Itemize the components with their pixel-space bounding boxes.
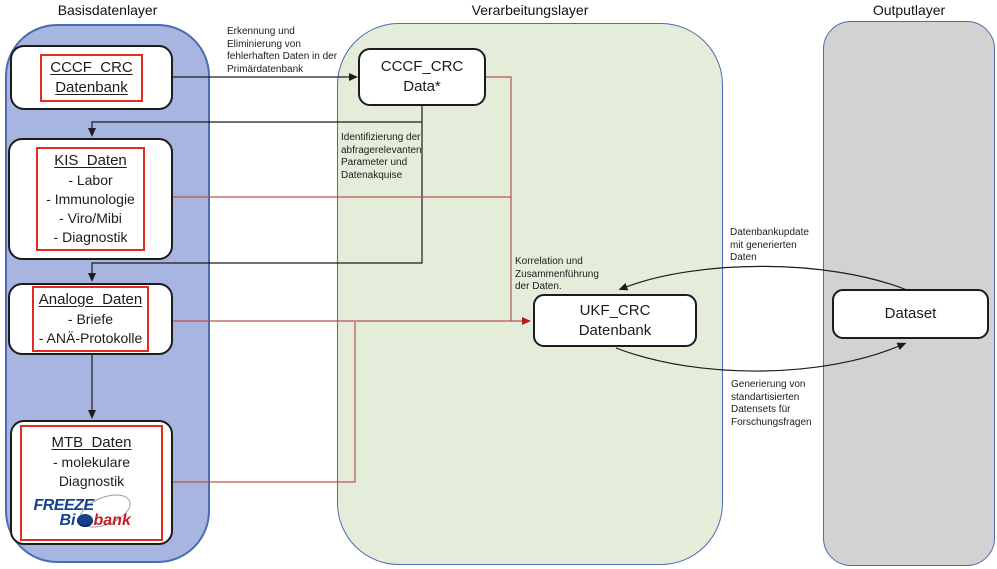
node-title: CCCF_CRC xyxy=(380,58,464,75)
node-title: Dataset xyxy=(884,305,937,322)
kis-item: - Viro/Mibi xyxy=(59,210,122,226)
node-analoge-daten: Analoge_Daten - Briefe - ANÄ-Protokolle xyxy=(8,283,173,355)
node-title: Datenbank xyxy=(578,321,652,339)
annotation-korrelation: Korrelation und Zusammenführung der Date… xyxy=(515,256,599,292)
mtb-item: Diagnostik xyxy=(58,472,125,489)
analoge-item: - Briefe xyxy=(67,311,114,327)
node-title: CCCF_CRC xyxy=(50,58,133,76)
red-frame: KIS_Daten - Labor - Immunologie - Viro/M… xyxy=(36,147,145,251)
layer-title-verarbeitung: Verarbeitungslayer xyxy=(471,2,589,18)
node-title: MTB_Daten xyxy=(51,433,132,451)
node-title: Analoge_Daten xyxy=(38,291,143,308)
node-ukf-crc-datenbank: UKF_CRC Datenbank xyxy=(533,294,697,347)
node-title: Datenbank xyxy=(55,78,128,96)
node-kis-daten: KIS_Daten - Labor - Immunologie - Viro/M… xyxy=(8,138,173,260)
annotation-erkennung: Erkennung und Eliminierung von fehlerhaf… xyxy=(227,26,338,75)
kis-item: - Labor xyxy=(68,172,113,188)
node-dataset: Dataset xyxy=(832,289,989,339)
node-title: UKF_CRC xyxy=(579,301,651,319)
logo-text-bi: Bi xyxy=(59,511,76,529)
logo-text-bank: bank xyxy=(93,511,131,529)
kis-item: - Immunologie xyxy=(46,191,135,207)
node-cccf-crc-data: CCCF_CRC Data* xyxy=(358,48,486,106)
logo-text-freeze: FREEZE xyxy=(33,496,95,514)
node-title: Data* xyxy=(403,78,441,95)
node-cccf-crc-datenbank: CCCF_CRC Datenbank xyxy=(10,45,173,110)
kis-item: - Diagnostik xyxy=(53,229,128,245)
annotation-datenbankupdate: Datenbankupdate mit generierten Daten xyxy=(730,227,809,263)
mtb-item: - molekulare xyxy=(52,453,131,470)
annotation-identifizierung: Identifizierung der abfragerelevanten Pa… xyxy=(341,132,422,181)
analoge-item: - ANÄ-Protokolle xyxy=(38,330,143,346)
annotation-generierung: Generierung von standartisierten Datense… xyxy=(731,379,812,428)
layer-title-basisdaten: Basisdatenlayer xyxy=(57,2,158,18)
node-title: KIS_Daten xyxy=(54,152,127,169)
node-mtb-daten: MTB_Daten - molekulare Diagnostik FREEZE… xyxy=(10,420,173,545)
layer-title-output: Outputlayer xyxy=(872,2,946,18)
red-frame: CCCF_CRC Datenbank xyxy=(40,53,143,102)
red-frame: Analoge_Daten - Briefe - ANÄ-Protokolle xyxy=(31,286,150,352)
biobank-o-icon xyxy=(76,513,93,527)
red-frame: MTB_Daten - molekulare Diagnostik FREEZE… xyxy=(20,424,163,541)
